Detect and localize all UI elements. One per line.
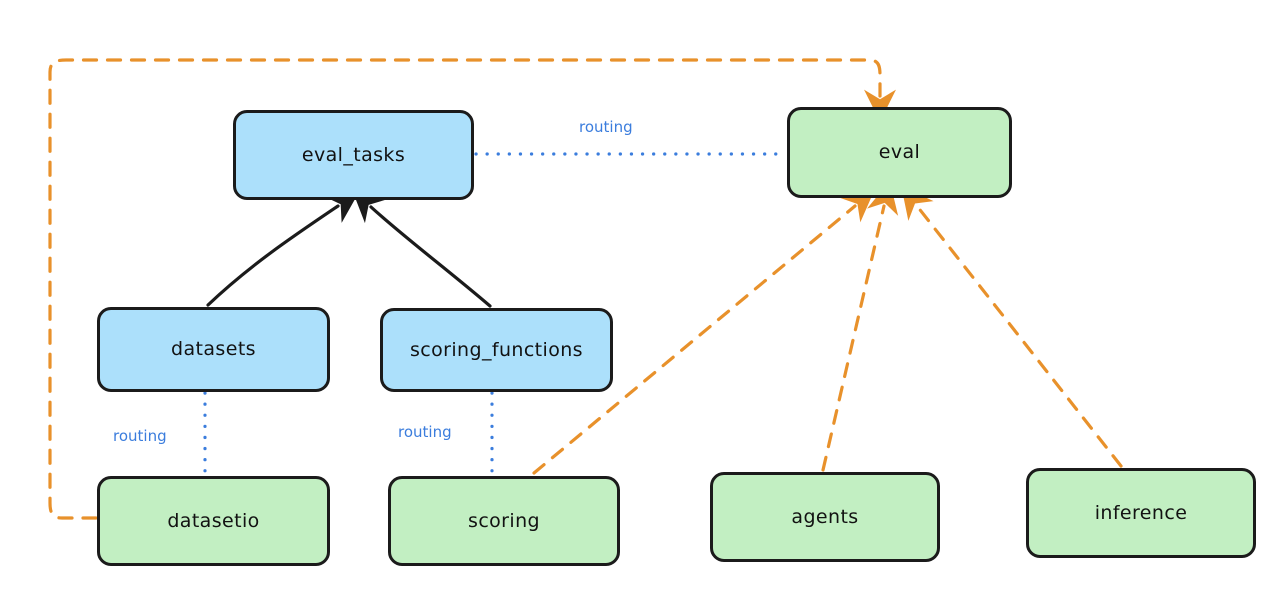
edge-label-routing-datasets-datasetio: routing xyxy=(113,427,167,445)
node-eval[interactable]: eval xyxy=(787,107,1012,198)
node-scoring[interactable]: scoring xyxy=(388,476,620,566)
node-label: datasets xyxy=(171,338,256,360)
node-label: eval xyxy=(878,141,921,163)
edge-scoring-to-eval-dependency xyxy=(532,189,875,475)
node-agents[interactable]: agents xyxy=(710,472,940,562)
node-label: inference xyxy=(1094,501,1188,524)
node-datasets[interactable]: datasets xyxy=(97,307,330,392)
node-scoring-functions[interactable]: scoring_functions xyxy=(380,308,613,392)
edge-label-routing-eval-tasks-eval: routing xyxy=(579,118,633,136)
node-label: agents xyxy=(791,505,859,528)
edge-datasets-to-eval-tasks xyxy=(206,191,360,307)
node-label: eval_tasks xyxy=(301,143,406,166)
node-inference[interactable]: inference xyxy=(1026,468,1256,558)
edge-agents-to-eval-dependency xyxy=(821,181,899,472)
node-datasetio[interactable]: datasetio xyxy=(97,476,330,566)
node-eval-tasks[interactable]: eval_tasks xyxy=(233,110,474,200)
edge-datasetio-to-eval-dependency xyxy=(48,58,896,520)
node-label: scoring xyxy=(468,509,540,532)
edge-scoring-functions-to-eval-tasks xyxy=(352,189,492,308)
edge-inference-to-eval-dependency xyxy=(901,185,1123,468)
node-label: datasetio xyxy=(167,509,260,532)
edge-label-routing-scoring-functions-scoring: routing xyxy=(398,423,452,441)
node-label: scoring_functions xyxy=(410,338,583,361)
